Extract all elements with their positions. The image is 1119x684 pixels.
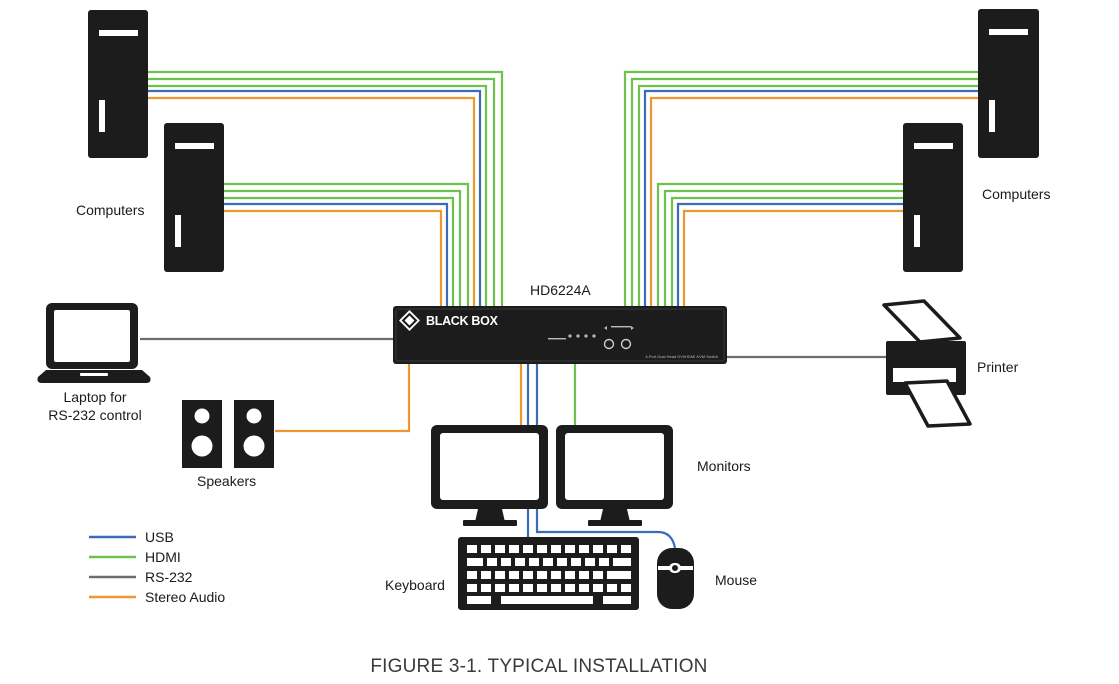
black-box-logo-icon [399,310,420,331]
legend-item-hdmi: HDMI [89,549,181,565]
legend-item-rs232: RS-232 [89,569,193,585]
label-monitors: Monitors [697,458,751,474]
label-computers-left: Computers [76,202,144,218]
label-computers-right: Computers [982,186,1050,202]
label-laptop-line2: RS-232 control [48,407,141,423]
figure-caption: FIGURE 3-1. TYPICAL INSTALLATION [370,656,707,677]
cable-speakers-audio [275,364,411,433]
legend-label-rs232: RS-232 [145,569,193,585]
cables-tower-1 [148,70,504,306]
label-switch-model: HD6224A [530,282,591,298]
monitor-2 [556,425,673,526]
cables-tower-3 [623,70,978,306]
legend-item-usb: USB [89,529,174,545]
speakers [182,400,274,468]
legend: USB HDMI RS-232 Stereo Audio [89,529,225,605]
cables-tower-4 [656,182,903,306]
port-select-right-button[interactable] [620,338,632,350]
computer-tower-4 [903,123,963,272]
cable-mouse-usb [535,364,677,549]
legend-item-audio: Stereo Audio [89,589,225,605]
mouse [657,548,694,609]
legend-label-usb: USB [145,529,174,545]
cables-tower-2 [224,182,470,306]
label-laptop-line1: Laptop for [63,389,126,405]
legend-label-audio: Stereo Audio [145,589,225,605]
legend-label-hdmi: HDMI [145,549,181,565]
speaker-right [234,400,274,468]
label-keyboard: Keyboard [385,577,445,593]
laptop [37,303,151,383]
port-select-left-button[interactable] [603,338,615,350]
label-speakers: Speakers [197,473,256,489]
monitor-1 [431,425,548,526]
switch-panel-text: 4-Port Dual Head DVI/HDMI KVM Switch [645,354,718,359]
label-printer: Printer [977,359,1019,375]
kvm-switch: BLACK BOX 4-Port Dual Head DVI/HDMI KVM … [393,306,727,364]
computer-tower-2 [164,123,224,272]
port-leds [548,334,596,340]
keyboard [458,537,639,610]
switch-brand: BLACK BOX [426,314,499,328]
printer [882,299,972,428]
speaker-left [182,400,222,468]
select-buttons [603,326,634,350]
computer-tower-3 [978,9,1039,158]
label-mouse: Mouse [715,572,757,588]
computer-tower-1 [88,10,148,158]
